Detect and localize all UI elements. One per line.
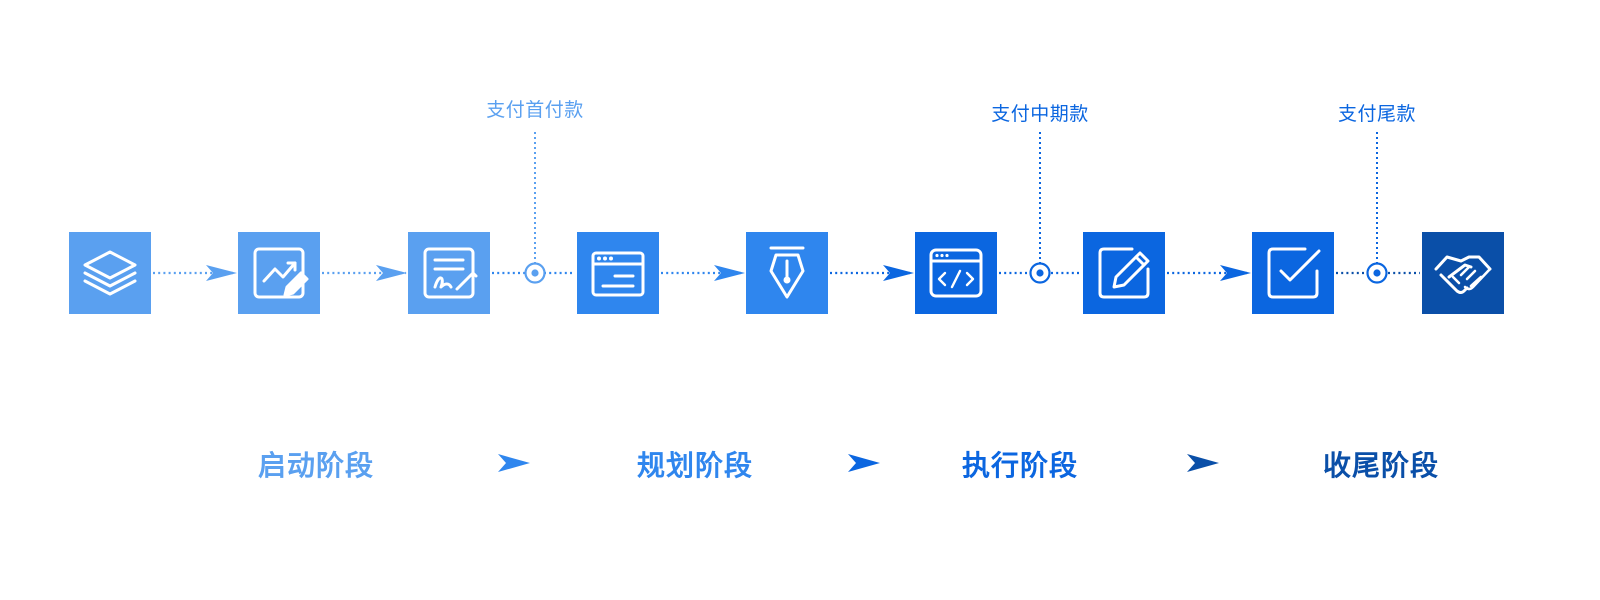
- step-box-8: [1252, 232, 1334, 314]
- connector-2: [322, 265, 407, 281]
- step-box-7: [1083, 232, 1165, 314]
- arrow-head-icon: [883, 265, 914, 281]
- arrow-head-icon: [1220, 265, 1251, 281]
- phase-label-execution: 执行阶段: [961, 449, 1079, 482]
- payment-milestone-2: [1029, 132, 1051, 284]
- connector-4: [661, 265, 745, 281]
- step-box-3: [408, 232, 490, 314]
- payment-label-down-payment: 支付首付款: [486, 99, 584, 121]
- connector-5: [830, 265, 914, 281]
- step-box-2: [238, 232, 320, 314]
- step-box-5: [746, 232, 828, 314]
- step-box-1: [69, 232, 151, 314]
- connector-7: [1167, 265, 1251, 281]
- step-box-4: [577, 232, 659, 314]
- phase-label-initiation: 启动阶段: [257, 449, 375, 482]
- phase-label-planning: 规划阶段: [636, 449, 754, 482]
- checkbox-icon: [1267, 247, 1321, 299]
- step-box-6: [915, 232, 997, 314]
- handshake-icon: [1434, 255, 1492, 294]
- step-box-9: [1422, 232, 1504, 314]
- chart-edit-icon: [253, 247, 309, 299]
- arrow-head-icon: [714, 265, 745, 281]
- connector-1: [153, 265, 237, 281]
- payment-label-midterm-payment: 支付中期款: [991, 103, 1089, 125]
- browser-window-icon: [591, 251, 645, 297]
- payment-milestone-3: [1366, 132, 1388, 284]
- edit-icon: [1098, 247, 1150, 299]
- payment-label-final-payment: 支付尾款: [1337, 103, 1417, 125]
- code-window-icon: [929, 248, 983, 298]
- arrow-head-icon: [376, 265, 407, 281]
- pen-nib-icon: [769, 246, 805, 299]
- phase-label-closing: 收尾阶段: [1322, 449, 1440, 482]
- layers-icon: [83, 250, 137, 296]
- payment-milestone-1: [524, 132, 546, 284]
- arrow-head-icon: [206, 265, 237, 281]
- phase-arrow-icon: [498, 454, 530, 472]
- contract-sign-icon: [423, 247, 478, 299]
- phase-arrow-icon: [848, 454, 880, 472]
- phase-arrow-icon: [1187, 454, 1219, 472]
